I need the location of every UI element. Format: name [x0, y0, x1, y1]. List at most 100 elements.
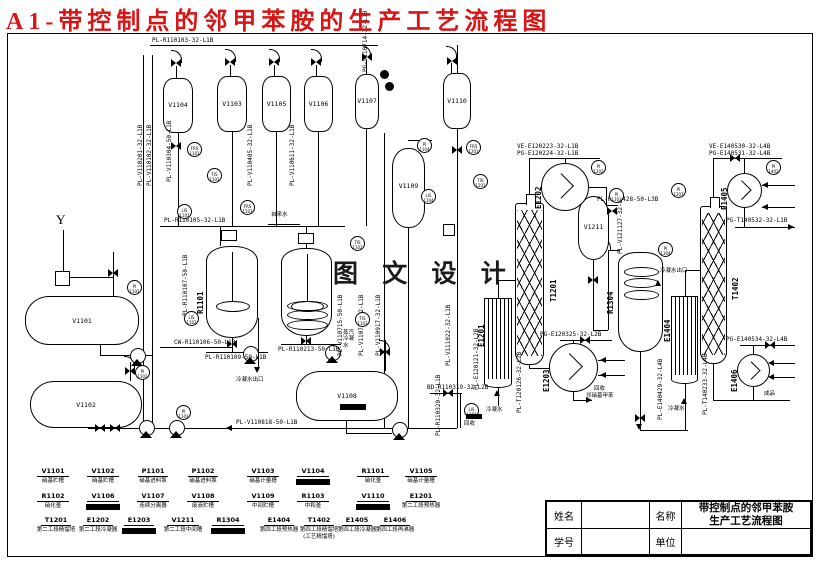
pipe-line	[744, 158, 745, 173]
column-packing	[702, 213, 725, 355]
valve-icon	[227, 340, 237, 349]
equipment-r1101	[206, 246, 258, 338]
equipment-label: V1105	[266, 99, 287, 108]
pipe-line	[565, 158, 566, 163]
equipment-v1106: V1106	[304, 76, 333, 132]
equipment-label: R1304	[606, 291, 615, 314]
legend-code: V1102	[87, 467, 119, 478]
legend-entry: V1106	[80, 483, 126, 511]
legend-code: E1405	[341, 516, 373, 527]
redaction-bar	[466, 414, 482, 419]
equipment-e1203	[549, 343, 598, 392]
pipe-line	[366, 60, 367, 74]
redaction-bar	[340, 404, 366, 410]
title-block: 姓名 名称 带控制点的邻甲苯胺 生产工艺流程图 学号 单位	[545, 500, 812, 556]
coil-ring	[623, 266, 660, 277]
exchanger-bottom-cap	[484, 379, 512, 388]
legend-name: 硝基进料泵	[139, 478, 167, 485]
flow-arrow-icon	[762, 204, 768, 210]
pipe-line	[63, 230, 64, 277]
pipe-line	[713, 158, 714, 206]
pipe-label: PL-R110105-32-L1B	[164, 217, 226, 224]
flow-arrow-icon	[681, 398, 687, 404]
valve-icon	[301, 337, 311, 346]
valve-icon	[110, 424, 120, 433]
pipe-line	[762, 185, 795, 186]
pipe-line	[68, 277, 113, 278]
name-value	[581, 502, 649, 528]
coil-ring	[287, 310, 328, 321]
equipment-r1304	[618, 252, 663, 352]
legend-code: V1105	[405, 467, 437, 478]
equipment-e1202	[541, 163, 589, 211]
pipe-line	[176, 66, 177, 78]
legend-code: T1402	[303, 516, 335, 527]
annotation: 回收	[464, 421, 476, 427]
legend-redaction-bar	[86, 504, 120, 511]
legend-code: R1103	[297, 492, 329, 503]
pipe-line	[529, 365, 530, 368]
equipment-v1108: V1108	[296, 371, 398, 421]
annotation: 冷凝水出口	[660, 268, 688, 274]
flow-arrow-icon	[788, 224, 794, 230]
equipment-label: V1101	[72, 316, 92, 325]
agitator-shaft	[306, 254, 308, 303]
legend-name: 第四工段精馏塔	[299, 527, 339, 534]
pipe-label: PL-R130428-50-L3B	[597, 196, 659, 203]
pipe-line	[88, 428, 457, 429]
pipe-label: PL-R110109-50-L1B	[205, 354, 267, 361]
pipe-label: PL-V110201-32-L1B	[137, 124, 144, 186]
legend-name: 中和釜	[304, 503, 322, 510]
flow-arrow-icon	[600, 357, 606, 363]
pipe-line	[573, 340, 574, 343]
valve-icon	[380, 348, 390, 357]
pipe-line	[589, 187, 606, 188]
equipment-label: E1405	[720, 187, 729, 210]
pipe-line	[152, 55, 153, 428]
pipe-line	[529, 368, 549, 369]
legend-code: V1211	[167, 516, 199, 527]
pipe-label: PL-V110818-50-L1B	[236, 419, 298, 426]
agitator-blade	[216, 301, 250, 312]
pipe-line	[573, 392, 574, 400]
pipe-line	[598, 375, 625, 376]
legend-code: V1106	[87, 492, 119, 503]
pipe-line	[713, 364, 714, 400]
pipe-line	[460, 393, 461, 428]
legend-name: 硝化釜	[44, 503, 62, 510]
pipe-label: PL-T140233-32-L4B	[702, 353, 709, 415]
vent-stack-icon: Y	[56, 212, 66, 227]
legend-code: V1103	[247, 467, 279, 478]
pipe-line	[384, 133, 385, 428]
drawing-border	[7, 33, 813, 557]
pump-icon	[130, 348, 146, 366]
annotation: 自来水	[271, 212, 288, 218]
flow-arrow-icon	[768, 374, 774, 380]
legend-code: R1304	[212, 516, 244, 527]
valve-icon	[362, 53, 372, 62]
instrument-dot-icon	[380, 70, 389, 79]
title-label: 名称	[649, 502, 681, 528]
pump-icon	[169, 420, 185, 438]
pipe-line	[573, 400, 592, 401]
drawing-name: 带控制点的邻甲苯胺 生产工艺流程图	[681, 502, 810, 528]
equipment-label: E1202	[534, 186, 543, 209]
legend-redaction-bar	[356, 504, 390, 511]
pipe-line	[268, 224, 300, 225]
pipe-line	[640, 352, 641, 430]
valve-icon	[765, 341, 775, 350]
